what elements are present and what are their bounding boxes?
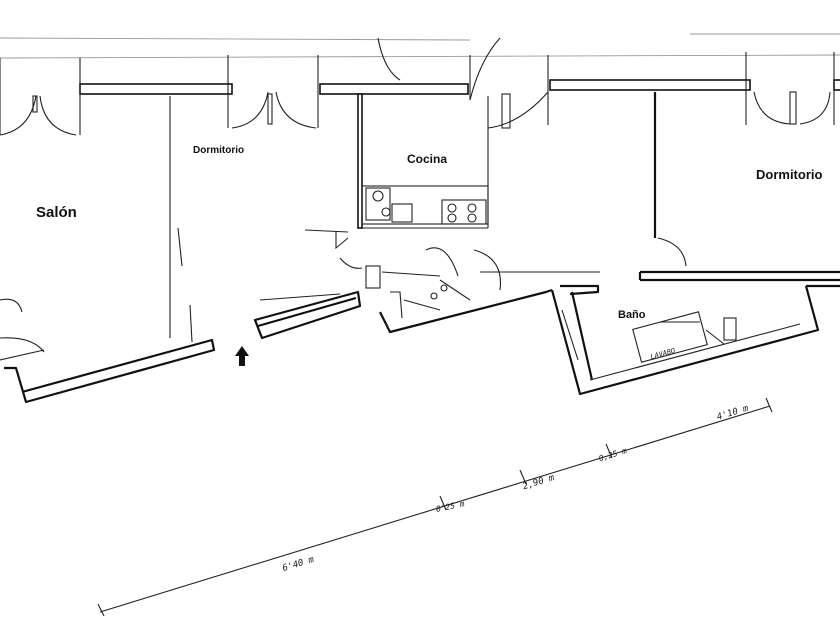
outer-wall bbox=[4, 270, 840, 404]
interior-walls bbox=[169, 92, 687, 343]
dimension-line bbox=[97, 397, 773, 617]
room-label-bano: Baño bbox=[618, 309, 646, 321]
top-facade-wall bbox=[79, 79, 840, 95]
window-swings bbox=[0, 37, 835, 136]
room-label-dormitorio-small: Dormitorio bbox=[193, 145, 244, 156]
corridor-fixtures bbox=[259, 247, 600, 319]
dimension-label-4-10: 4'10 m bbox=[716, 404, 751, 423]
dimension-label-0-25-b: 0,25 m bbox=[598, 446, 628, 463]
dimension-label-0-25-a: 0'25 m bbox=[435, 499, 465, 514]
bathroom-fixtures bbox=[632, 311, 737, 363]
room-label-cocina: Cocina bbox=[407, 152, 447, 166]
entrance-arrow-icon bbox=[235, 346, 249, 366]
dimension-label-2-90: 2,90 m bbox=[522, 473, 557, 492]
room-label-dormitorio-large: Dormitorio bbox=[756, 167, 823, 182]
kitchen-counter bbox=[361, 185, 489, 225]
room-label-salon: Salón bbox=[36, 204, 77, 221]
top-guide-lines bbox=[0, 33, 840, 59]
fixture-label-lavabo: LAVABO bbox=[650, 347, 677, 361]
dimension-label-6-40: 6'40 m bbox=[281, 555, 316, 574]
entry-door bbox=[0, 298, 45, 361]
